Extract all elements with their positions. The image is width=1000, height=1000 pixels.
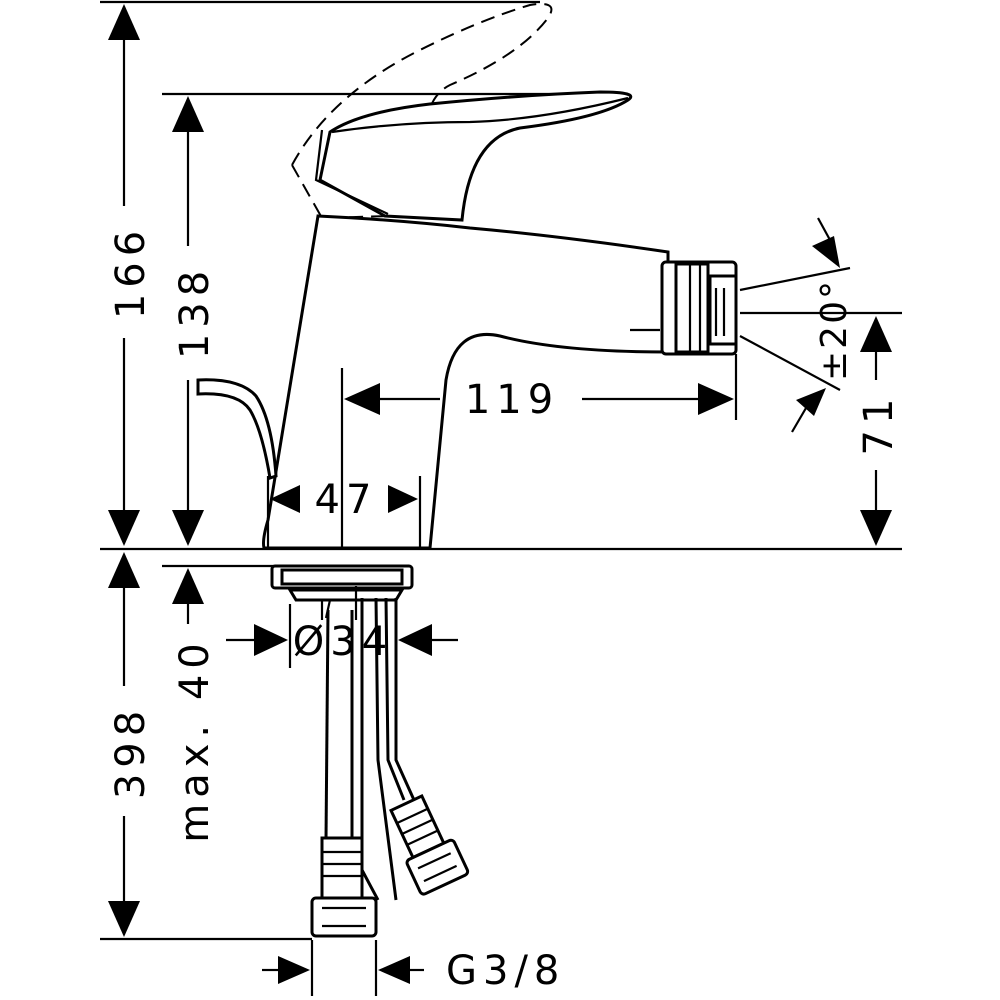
dim-hose-length: 398 — [108, 552, 154, 937]
dim-aerator-height: 71 — [856, 316, 902, 546]
dim-166-label: 166 — [108, 225, 154, 319]
dim-body-width: 47 — [266, 476, 422, 548]
dim-34-label: Ø34 — [293, 619, 393, 665]
dim-71-label: 71 — [856, 393, 902, 456]
dim-47-label: 47 — [315, 477, 378, 523]
dim-connection-thread: G3/8 — [262, 940, 565, 996]
dim-138-label: 138 — [172, 265, 218, 359]
dim-max40-label: max. 40 — [172, 637, 218, 842]
dim-swivel-angle: ±20° — [739, 217, 855, 433]
bidet-mixer-drawing — [196, 2, 738, 938]
dim-angle-label: ±20° — [814, 279, 855, 381]
dim-hole-diameter: Ø34 — [226, 604, 458, 668]
dim-spout-reach: 119 — [340, 354, 738, 548]
dim-total-height: 166 — [108, 4, 154, 546]
dim-398-label: 398 — [108, 705, 154, 799]
dim-119-label: 119 — [465, 377, 559, 423]
dim-spout-height: 138 — [172, 96, 218, 546]
dim-g38-label: G3/8 — [446, 948, 565, 994]
dim-max-countertop: max. 40 — [172, 568, 218, 843]
